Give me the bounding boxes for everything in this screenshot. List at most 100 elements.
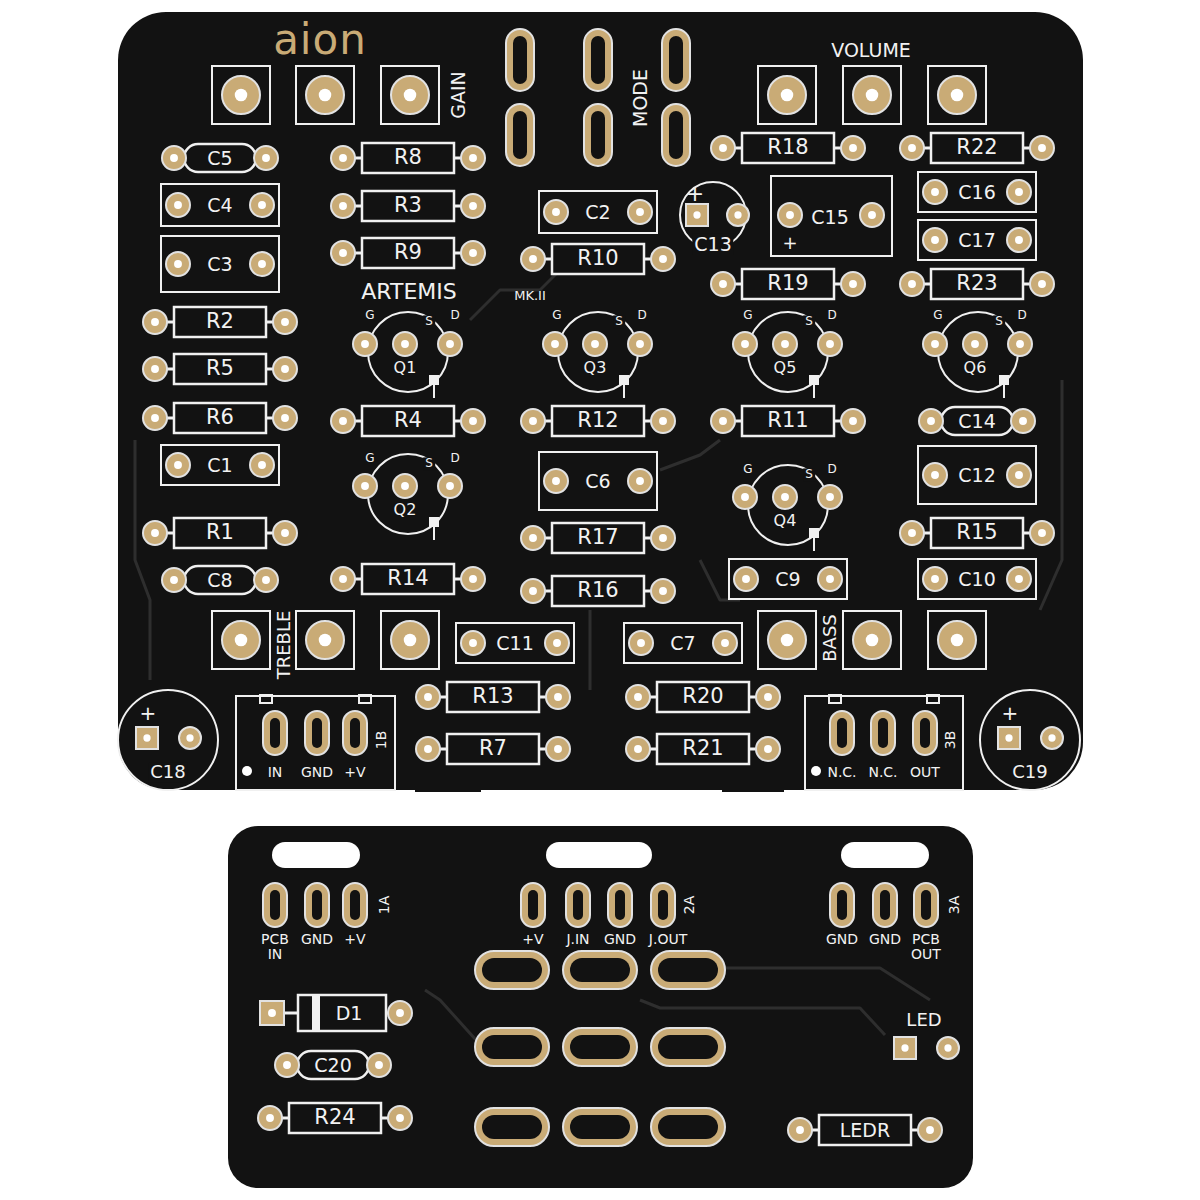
round-pad (1041, 727, 1063, 749)
drill-hole (634, 745, 642, 753)
pot-outline (758, 66, 816, 124)
silkscreen-label: aion (273, 17, 367, 63)
drill-hole (529, 417, 537, 425)
oval-pad (506, 29, 534, 91)
transistor-marker (429, 517, 439, 527)
silkscreen-label: R5 (206, 357, 234, 380)
round-pad (331, 241, 355, 265)
round-pad (162, 568, 186, 592)
round-pad (853, 76, 891, 114)
silkscreen-label: C16 (958, 182, 995, 203)
pot-outline (928, 611, 986, 669)
round-pad (900, 136, 924, 160)
round-pad (937, 1037, 959, 1059)
drill-hole (281, 414, 289, 422)
pot-outline (758, 611, 816, 669)
resistor-body (742, 406, 834, 436)
resistor-body (174, 354, 266, 384)
pin1-dot (811, 766, 821, 776)
round-pad (162, 146, 186, 170)
silkscreen-label: R9 (394, 241, 422, 264)
round-pad (331, 409, 355, 433)
drill-hole (636, 208, 644, 216)
drill-hole (258, 260, 266, 268)
round-pad (353, 332, 377, 356)
drill-hole (174, 260, 182, 268)
oval-pad (521, 883, 545, 927)
drill-hole (469, 639, 477, 647)
drill-hole (931, 575, 939, 583)
capacitor-outline (161, 184, 279, 226)
drill-hole (551, 340, 559, 348)
silkscreen-label: R12 (577, 409, 618, 432)
silkscreen-label: G (933, 309, 942, 322)
drill-hole (401, 340, 409, 348)
round-pad (166, 252, 190, 276)
oval-slot (669, 36, 683, 84)
drill-hole (781, 89, 794, 102)
capacitor-outline (161, 445, 279, 485)
round-pad (818, 567, 842, 591)
silkscreen-label: VOLUME (831, 40, 911, 61)
silkscreen-label: S (423, 315, 435, 328)
oval-slot (878, 718, 888, 748)
copper-trace (660, 440, 720, 470)
silkscreen-label: D (1017, 309, 1026, 322)
main-board (118, 12, 1083, 790)
silkscreen-label: GND (301, 765, 333, 780)
drill-hole (951, 634, 964, 647)
capacitor-outline (539, 191, 657, 233)
silkscreen-label: Q4 (774, 512, 797, 530)
silkscreen-label: BASS (820, 614, 840, 662)
drill-hole (931, 471, 939, 479)
round-pad (461, 241, 485, 265)
copper-trace (470, 270, 560, 320)
resistor-body (552, 576, 644, 606)
oval-slot (570, 1035, 630, 1059)
round-pad (1007, 228, 1031, 252)
round-pad (651, 247, 675, 271)
round-pad (923, 567, 947, 591)
oval-pad (475, 1028, 549, 1066)
silkscreen-label: OUT (910, 765, 940, 780)
copper-trace (425, 990, 476, 1040)
drill-hole (1015, 188, 1023, 196)
drill-hole (529, 255, 537, 263)
drill-hole (1016, 340, 1024, 348)
pot-outline (381, 66, 439, 124)
silkscreen-label: + (782, 233, 797, 253)
silkscreen-label: IN (268, 765, 283, 780)
drill-hole (926, 1126, 934, 1134)
silkscreen-label: C3 (207, 254, 232, 275)
drill-hole (554, 745, 562, 753)
capacitor-outline (918, 172, 1036, 212)
round-pad (461, 567, 485, 591)
oval-slot (312, 718, 322, 748)
round-pad (963, 332, 987, 356)
oval-slot (880, 890, 890, 920)
silkscreen-label: C11 (496, 633, 533, 654)
oval-pad (475, 1108, 549, 1146)
silkscreen-label: R16 (577, 579, 618, 602)
drill-hole (826, 340, 834, 348)
resistor-body (819, 1115, 911, 1145)
oval-slot (350, 890, 360, 920)
round-pad (250, 252, 274, 276)
resistor-body (552, 406, 644, 436)
board-cutout (272, 842, 360, 868)
round-pad (626, 685, 650, 709)
round-pad (923, 332, 947, 356)
silkscreen-label: MODE (630, 69, 651, 127)
drill-hole (826, 575, 834, 583)
round-pad (651, 579, 675, 603)
drill-hole (866, 634, 879, 647)
round-pad (461, 194, 485, 218)
round-pad (545, 631, 569, 655)
drill-hole (266, 1114, 274, 1122)
round-pad (143, 406, 167, 430)
drill-hole (339, 154, 347, 162)
board-cutout (841, 842, 929, 868)
round-pad (222, 621, 260, 659)
silkscreen-label: R4 (394, 409, 422, 432)
silkscreen-label: C9 (775, 569, 800, 590)
